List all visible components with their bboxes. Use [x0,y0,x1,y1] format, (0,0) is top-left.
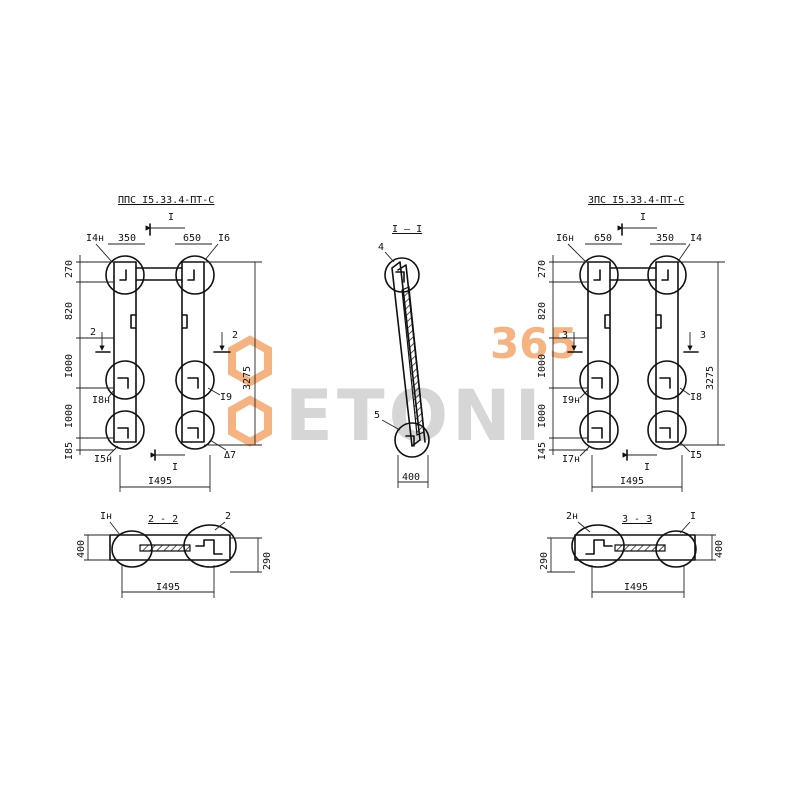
section-3-3: 3 - 3 2н I 290 400 I495 [539,511,725,598]
right-column-left [587,261,611,443]
right-section-mark-bottom: I [644,462,650,473]
left-notch-a [130,314,137,329]
left-section-mark-bottom: I [172,462,178,473]
left-dim-350: 350 [118,233,136,244]
section-3-3-joint-right [655,530,697,568]
left-callout-16: I6 [218,233,230,244]
left-callout-19: I9 [220,392,232,403]
section-2-2-dim-400: 400 [76,540,87,558]
section-1-1: I – I 4 5 400 [374,224,430,488]
section-3-3-title: 3 - 3 [622,514,652,525]
section-3-3-dim-400: 400 [714,540,725,558]
section-3-3-callout-right: I [690,511,696,522]
section-1-1-title: I – I [392,224,422,235]
section-3-3-insulation [614,544,666,552]
right-column-right [655,261,679,443]
left-dim-650: 650 [183,233,201,244]
right-cut-mark-left: 3 [562,330,568,341]
left-dim-820: 820 [64,302,75,320]
left-dim-3275: 3275 [242,366,253,390]
left-dim-1000b: I000 [64,404,75,428]
right-dim-145: I45 [537,442,548,460]
section-1-1-outline [391,261,421,447]
section-3-3-callout-left: 2н [566,511,578,522]
left-section-mark-top: I [168,212,174,223]
section-1-1-insulation [401,286,425,436]
section-2-2-joint-right [183,524,237,568]
right-dim-350: 350 [656,233,674,244]
right-cut-mark-right: 3 [700,330,706,341]
section-1-1-joint-bottom [394,422,430,458]
left-panel-title: ППС I5.33.4-ПТ-С [118,195,214,206]
left-panel: ППС I5.33.4-ПТ-С I 270 820 I000 [64,195,262,492]
left-hook-a [119,269,127,281]
right-joint-top-left [579,255,619,295]
left-hook-b [187,269,195,281]
left-dim-270: 270 [64,260,75,278]
section-2-2-callout-right: 2 [225,511,231,522]
section-2-2-callout-left: Iн [100,511,112,522]
section-1-1-dim-400: 400 [402,472,420,483]
left-joint-details [117,377,199,439]
section-2-2: 2 - 2 Iн 2 400 290 I495 [76,511,273,598]
left-cut-mark-right: 2 [232,330,238,341]
right-joint-mid-right [647,360,687,400]
section-3-3-dim-290: 290 [539,552,550,570]
left-column-left [113,261,137,443]
right-section-mark-top: I [640,212,646,223]
right-callout-18: I8 [690,392,702,403]
section-1-1-item-5: 5 [374,410,380,421]
right-joint-bot-right [647,410,687,450]
right-dim-270: 270 [537,260,548,278]
left-joint-bot-left [105,410,145,450]
section-2-2-joint-left [111,530,153,568]
left-dim-185: I85 [64,442,75,460]
right-dim-1495: I495 [620,476,644,487]
right-dim-1000a: I000 [537,354,548,378]
right-panel: ЗПС I5.33.4-ПТ-С I 270 820 I000 I000 I45… [537,195,725,492]
section-2-2-dim-1495: I495 [156,582,180,593]
left-joint-mid-right [175,360,215,400]
left-callout-18n: I8н [92,395,110,406]
section-2-2-title: 2 - 2 [148,514,178,525]
left-joint-bot-right [175,410,215,450]
section-2-2-dim-290: 290 [262,552,273,570]
left-joint-top-left [105,255,145,295]
left-dim-1495: I495 [148,476,172,487]
watermark-number: 365 [490,319,578,368]
section-3-3-dim-1495: I495 [624,582,648,593]
right-dim-1000b: I000 [537,404,548,428]
right-joint-mid-left [579,360,619,400]
left-callout-14n: I4н [86,233,104,244]
left-dim-1000a: I000 [64,354,75,378]
right-joint-bot-left [579,410,619,450]
left-column-right [181,261,205,443]
right-dim-650: 650 [594,233,612,244]
left-callout-15n: I5н [94,454,112,465]
section-1-1-joint-top [384,257,420,293]
section-2-2-insulation [139,544,191,552]
right-joint-top-right [647,255,687,295]
right-callout-16n: I6н [556,233,574,244]
right-dim-820: 820 [537,302,548,320]
left-notch-b [181,314,188,329]
left-joint-top-right [175,255,215,295]
right-dim-3275: 3275 [705,366,716,390]
section-3-3-joint-left [571,524,625,568]
left-joint-mid-left [105,360,145,400]
right-panel-title: ЗПС I5.33.4-ПТ-С [588,195,684,206]
section-1-1-item-4: 4 [378,242,384,253]
right-callout-19n: I9н [562,395,580,406]
left-callout-17: Δ7 [224,450,236,461]
watermark-logo-icon [228,335,272,447]
right-callout-15: I5 [690,450,702,461]
left-cut-mark-left: 2 [90,327,96,338]
right-callout-14: I4 [690,233,702,244]
right-callout-17n: I7н [562,454,580,465]
